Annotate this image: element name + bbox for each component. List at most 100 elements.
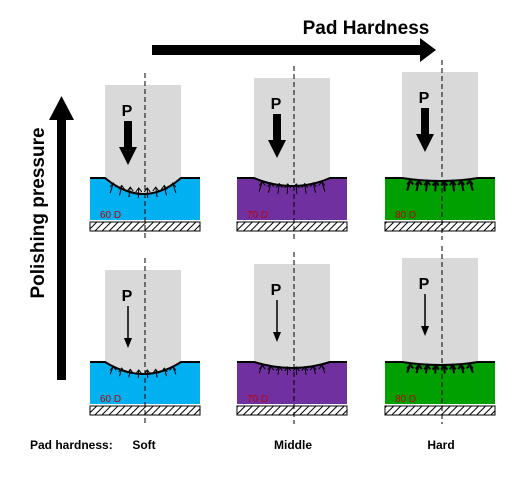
- pressure-arrow-head: [440, 363, 449, 371]
- column-label-soft: Soft: [132, 438, 155, 452]
- pressure-arrow-head: [267, 181, 275, 188]
- column-label-middle: Middle: [274, 438, 312, 452]
- pressure-arrow: [128, 369, 131, 378]
- wafer-carrier: [254, 264, 330, 368]
- pressure-arrow-head: [169, 365, 177, 371]
- pad-surface-line: [90, 361, 200, 375]
- pressure-arrow-head: [275, 182, 283, 188]
- pressure-arrow-head: [309, 365, 317, 371]
- panel-middle-high: P70 D: [236, 66, 348, 240]
- panel-hard-high: P 80 D: [384, 60, 496, 240]
- force-label: P: [122, 103, 133, 120]
- pressure-arrow-head: [126, 186, 134, 192]
- pressure-arrow-head: [143, 369, 151, 375]
- pressure-arrow: [163, 367, 167, 377]
- pressure-arrow: [155, 187, 158, 198]
- force-arrow-head: [421, 326, 429, 336]
- pressure-arrow-head: [152, 186, 160, 192]
- pressure-arrow-head: [423, 179, 432, 186]
- pressure-arrow-head: [267, 365, 275, 371]
- pressure-arrow: [155, 369, 158, 378]
- pressure-arrow: [128, 187, 131, 198]
- pressure-arrow-head: [284, 183, 292, 189]
- force-arrow-head: [119, 147, 137, 165]
- pressure-arrow-head: [258, 364, 266, 370]
- column-label-hard: Hard: [427, 438, 454, 452]
- hardness-value: 70 D: [247, 210, 268, 221]
- force-label: P: [419, 90, 430, 107]
- hardness-value: 60 D: [100, 210, 121, 221]
- pressure-arrow: [109, 182, 114, 194]
- pressure-arrow: [119, 185, 123, 196]
- pad-surface-line: [237, 177, 347, 187]
- platen-base: [384, 405, 496, 416]
- platen-base: [384, 221, 496, 232]
- pressure-arrow-head: [431, 363, 440, 371]
- wafer-carrier: [105, 85, 181, 194]
- pressure-arrow-head: [431, 179, 440, 187]
- pressure-arrow-head: [406, 178, 415, 186]
- force-arrow-shaft: [124, 121, 132, 149]
- pressure-arrow-head: [275, 365, 283, 371]
- pressure-arrow: [277, 183, 280, 194]
- pressure-arrow: [304, 183, 307, 194]
- pad-surface-line: [385, 361, 495, 366]
- pressure-arrow: [277, 366, 280, 375]
- polishing-pad: [385, 178, 495, 220]
- panel-soft-low: P60 D: [89, 258, 201, 424]
- pressure-arrow-head: [448, 363, 457, 370]
- force-label: P: [271, 282, 282, 299]
- pressure-arrow-head: [465, 178, 474, 186]
- hardness-value: 80 D: [395, 210, 416, 221]
- pressure-arrow-head: [318, 364, 326, 370]
- force-arrow-shaft: [273, 114, 281, 142]
- platen-base: [236, 221, 348, 232]
- pad-hardness-title: Pad Hardness: [303, 18, 430, 39]
- polishing-pressure-arrow: [49, 96, 74, 380]
- pressure-arrow: [312, 182, 316, 193]
- pressure-arrow-head: [423, 363, 432, 370]
- force-arrow-shaft: [421, 108, 429, 136]
- wafer-carrier: [402, 258, 478, 365]
- pressure-arrow-head: [160, 367, 168, 373]
- pad-hardness-label: Pad hardness:: [30, 438, 113, 452]
- polishing-pad: [237, 178, 347, 220]
- panel-middle-low: P70 D: [236, 252, 348, 424]
- wafer-carrier: [105, 270, 181, 374]
- pressure-arrow-head: [169, 182, 177, 188]
- pressure-arrow-head: [301, 182, 309, 188]
- polishing-pad: [237, 362, 347, 404]
- pressure-arrow-head: [160, 184, 168, 190]
- panel-hard-low: P80 D: [384, 246, 496, 424]
- pressure-arrow-head: [135, 369, 143, 375]
- pressure-arrow-head: [309, 181, 317, 188]
- force-arrow-head: [273, 332, 281, 342]
- pressure-arrow-head: [284, 366, 292, 372]
- force-arrow-head: [268, 140, 286, 158]
- pressure-arrow: [312, 365, 316, 375]
- wafer-carrier: [254, 78, 330, 186]
- pressure-arrow: [304, 366, 307, 375]
- pressure-arrow-head: [448, 179, 457, 186]
- pressure-arrow-head: [301, 365, 309, 371]
- polishing-pad: [385, 362, 495, 404]
- pressure-arrow-head: [109, 365, 117, 371]
- pressure-arrow-head: [118, 184, 126, 190]
- pad-surface-line: [385, 177, 495, 182]
- pressure-arrow-head: [118, 367, 126, 373]
- pad-surface-line: [90, 177, 200, 195]
- platen-base: [236, 405, 348, 416]
- pressure-arrow-head: [318, 180, 326, 186]
- pad-surface-line: [237, 361, 347, 369]
- pressure-arrow-head: [465, 362, 474, 370]
- pressure-arrow-head: [292, 366, 300, 372]
- pressure-arrow: [163, 185, 167, 196]
- pressure-arrow-head: [414, 363, 423, 370]
- pressure-arrow-head: [152, 368, 160, 374]
- pressure-arrow-head: [457, 363, 466, 370]
- pressure-arrow: [258, 181, 263, 192]
- pressure-arrow-head: [406, 362, 415, 370]
- pressure-arrow-head: [143, 187, 151, 193]
- pad-hardness-arrow: [152, 38, 436, 62]
